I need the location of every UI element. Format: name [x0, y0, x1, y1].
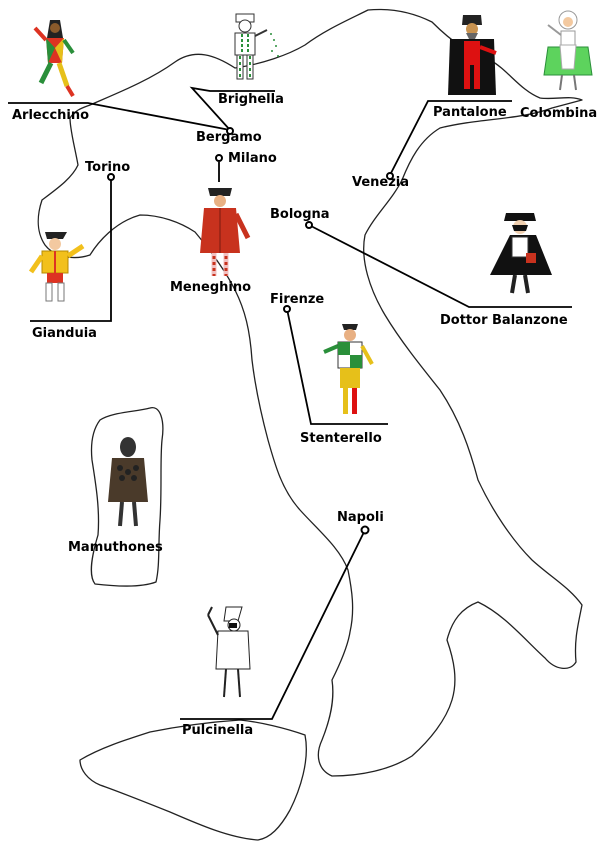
character-label-pantalone: Pantalone: [433, 105, 507, 120]
arlecchino-figure: [33, 20, 75, 98]
meneghino-figure: [200, 188, 251, 276]
marker-milano: [215, 154, 223, 162]
character-label-dottor-balanzone: Dottor Balanzone: [440, 313, 568, 328]
line-brighella-bergamo: [189, 86, 275, 131]
dottor-balanzone-figure: [490, 213, 552, 294]
city-label-torino: Torino: [85, 160, 131, 175]
marker-bologna: [305, 221, 313, 229]
character-label-stenterello: Stenterello: [300, 431, 382, 446]
marker-firenze: [283, 305, 291, 313]
stenterello-figure: [323, 324, 374, 414]
sardinia-outline: [90, 407, 164, 587]
character-label-colombina: Colombina: [520, 106, 598, 121]
brighella-figure: [234, 13, 279, 80]
line-torino-gianduia: [30, 177, 112, 322]
city-label-firenze: Firenze: [270, 292, 325, 307]
marker-venezia: [386, 172, 394, 180]
character-label-gianduia: Gianduia: [32, 326, 97, 341]
colombina-figure: [543, 10, 593, 91]
character-label-mamuthones: Mamuthones: [68, 540, 163, 555]
gianduia-figure: [28, 232, 85, 302]
pulcinella-figure: [207, 606, 251, 698]
italy-mainland-outline: [37, 8, 583, 777]
city-label-napoli: Napoli: [337, 510, 384, 525]
character-label-meneghino: Meneghino: [170, 280, 252, 295]
character-label-pulcinella: Pulcinella: [182, 723, 254, 738]
line-arlecchino-bergamo: [8, 102, 231, 131]
pantalone-figure: [448, 15, 497, 95]
city-markers: [107, 127, 394, 535]
connector-lines: [8, 86, 572, 720]
marker-torino: [107, 173, 115, 181]
city-label-milano: Milano: [228, 151, 277, 166]
city-label-venezia: Venezia: [352, 175, 410, 190]
character-label-arlecchino: Arlecchino: [12, 108, 90, 123]
mamuthones-figure: [108, 437, 148, 527]
marker-napoli: [360, 525, 370, 535]
line-firenze-stenterello: [286, 308, 388, 425]
line-pantalone-venezia: [389, 100, 512, 176]
line-napoli-pulcinella: [180, 529, 366, 720]
character-label-brighella: Brighella: [218, 92, 284, 107]
marker-bergamo: [226, 127, 234, 135]
city-label-bologna: Bologna: [270, 207, 330, 222]
sicily-outline: [79, 719, 307, 841]
line-bologna-balanzone: [308, 224, 572, 308]
city-label-bergamo: Bergamo: [196, 130, 262, 145]
